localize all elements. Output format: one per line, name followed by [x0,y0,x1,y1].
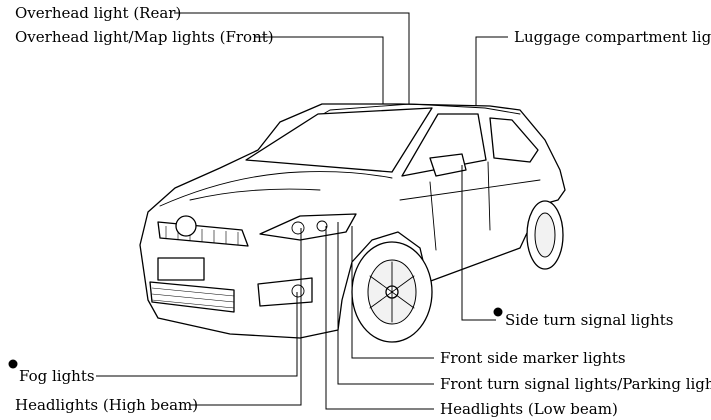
leader-luggage [475,36,508,106]
label-overhead-rear: Overhead light (Rear) [15,4,181,22]
rear-wheel-rim [534,212,556,258]
label-front-side-marker: Front side marker lights [440,349,626,367]
leader-front-side-marker [351,226,434,359]
label-high-beam: Headlights (High beam) [15,396,198,414]
door-line-front [429,181,437,251]
fog-lamp [291,284,305,298]
leader-overhead-rear [174,12,410,104]
rear-side-window [489,117,539,163]
car-illustration [139,103,566,343]
label-low-beam: Headlights (Low beam) [440,400,618,418]
leader-side-turn [461,165,496,321]
headlight-assembly [259,213,357,241]
license-plate [157,257,205,281]
hood-line [159,171,393,207]
label-luggage: Luggage compartment light [514,28,711,46]
leader-high-beam [190,228,302,406]
hood-crease [189,188,321,201]
callout-labels: Overhead light (Rear) Overhead light/Map… [15,4,711,418]
leader-front-turn [337,222,434,385]
lower-grille-mesh [151,287,235,309]
windshield [245,107,433,173]
body-side-line [399,179,541,201]
high-beam-lamp [291,221,305,235]
option-marker-icon [493,307,503,317]
front-emblem [175,215,197,237]
label-front-turn-parking: Front turn signal lights/Parking lights [440,375,711,393]
leader-overhead-front [254,36,384,104]
label-fog: Fog lights [19,367,95,385]
leader-fog [96,292,298,377]
label-overhead-front: Overhead light/Map lights (Front) [15,28,274,46]
option-marker-icon [8,359,18,369]
leader-lines [96,12,508,410]
door-line-rear [487,161,491,231]
front-wheel-spokes [369,261,415,323]
leader-low-beam [325,226,434,410]
label-side-turn: Side turn signal lights [505,311,673,329]
side-mirror [429,153,467,177]
lower-grille [149,281,235,313]
low-beam-lamp [316,220,328,232]
